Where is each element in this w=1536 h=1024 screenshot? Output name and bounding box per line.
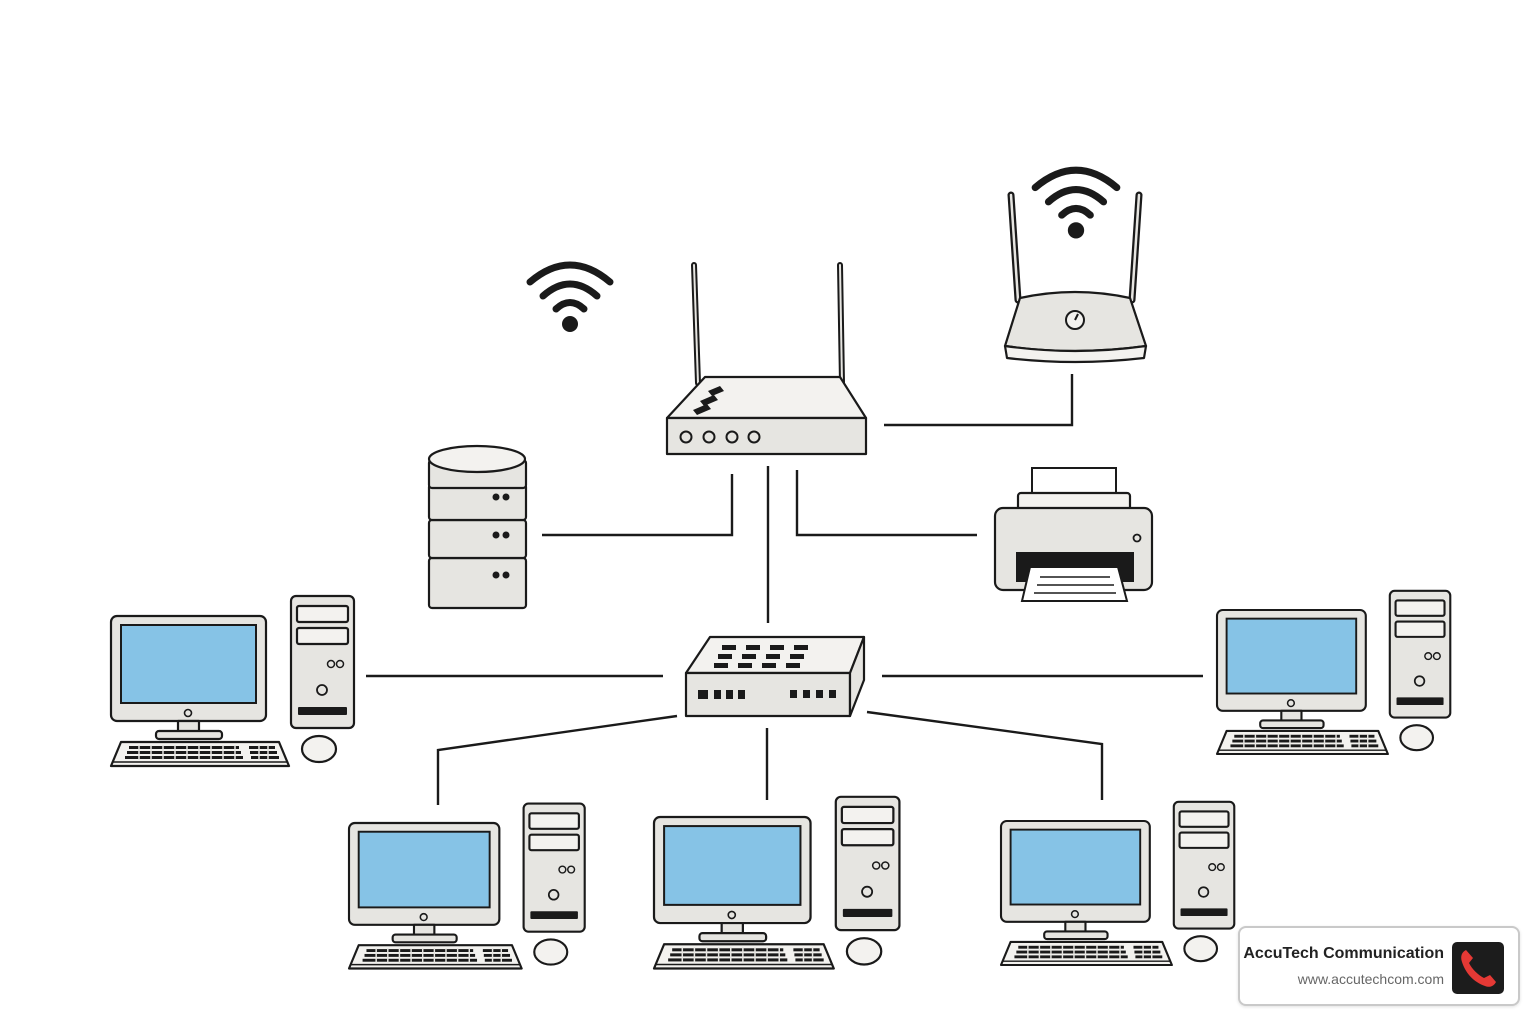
link-router-server	[542, 474, 734, 537]
desktop-computer-icon-left	[109, 594, 356, 768]
router-icon	[665, 262, 868, 456]
link-switch-pc-bottom-left	[436, 714, 678, 805]
brand-name: AccuTech Communication	[1243, 945, 1444, 962]
desktop-computer-icon-bottom-center	[652, 795, 901, 970]
printer-icon	[993, 467, 1154, 602]
wifi-signal-icon	[530, 265, 610, 332]
desktop-computer-icon-bottom-right	[999, 800, 1236, 967]
desktop-computer-icon-bottom-left	[347, 802, 586, 970]
server-icon	[427, 444, 528, 610]
connection-lines	[366, 374, 1203, 805]
wifi-router-icon	[1003, 170, 1148, 364]
brand-url: www.accutechcom.com	[1297, 971, 1444, 987]
link-switch-pc-bottom-right	[866, 710, 1104, 800]
link-router-printer	[795, 470, 977, 537]
brand-badge: AccuTech Communication www.accutechcom.c…	[1238, 926, 1520, 1006]
desktop-computer-icon-right	[1215, 589, 1452, 756]
link-router-access-point	[884, 374, 1074, 427]
phone-icon	[1452, 942, 1504, 994]
network-switch-icon	[684, 635, 866, 718]
